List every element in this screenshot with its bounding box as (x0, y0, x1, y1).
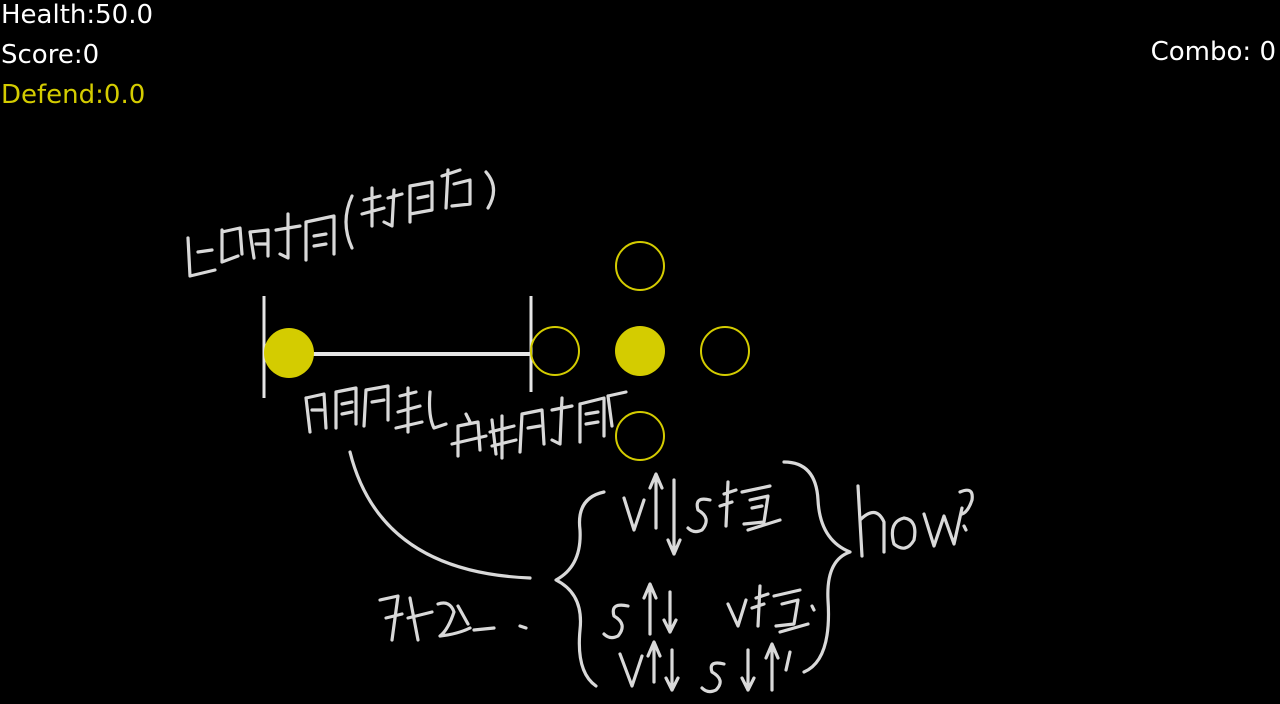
target-down (615, 411, 665, 461)
brace-right (782, 460, 852, 674)
handwritten-annotations (186, 168, 974, 694)
target-right (700, 326, 750, 376)
connector-curve (348, 450, 532, 580)
health-readout: Health:50.0 (1, 0, 154, 30)
timing-track (262, 296, 533, 398)
case-line-2 (602, 582, 816, 640)
note-scribble-bottom (378, 594, 528, 642)
brace-left (554, 490, 606, 688)
combo-readout: Combo: 0 (1150, 37, 1276, 67)
defend-readout: Defend:0.0 (1, 80, 146, 110)
note-scribble-top (186, 168, 496, 278)
note-scribble-left (304, 384, 448, 434)
target-left (530, 326, 580, 376)
target-up (615, 241, 665, 291)
case-line-3 (618, 640, 792, 694)
case-line-1 (622, 472, 782, 556)
incoming-note (264, 328, 314, 378)
note-scribble-right (450, 390, 628, 460)
target-pad (530, 241, 750, 461)
how-question-scribble (856, 484, 974, 558)
score-readout: Score:0 (1, 40, 100, 70)
target-center (615, 326, 665, 376)
